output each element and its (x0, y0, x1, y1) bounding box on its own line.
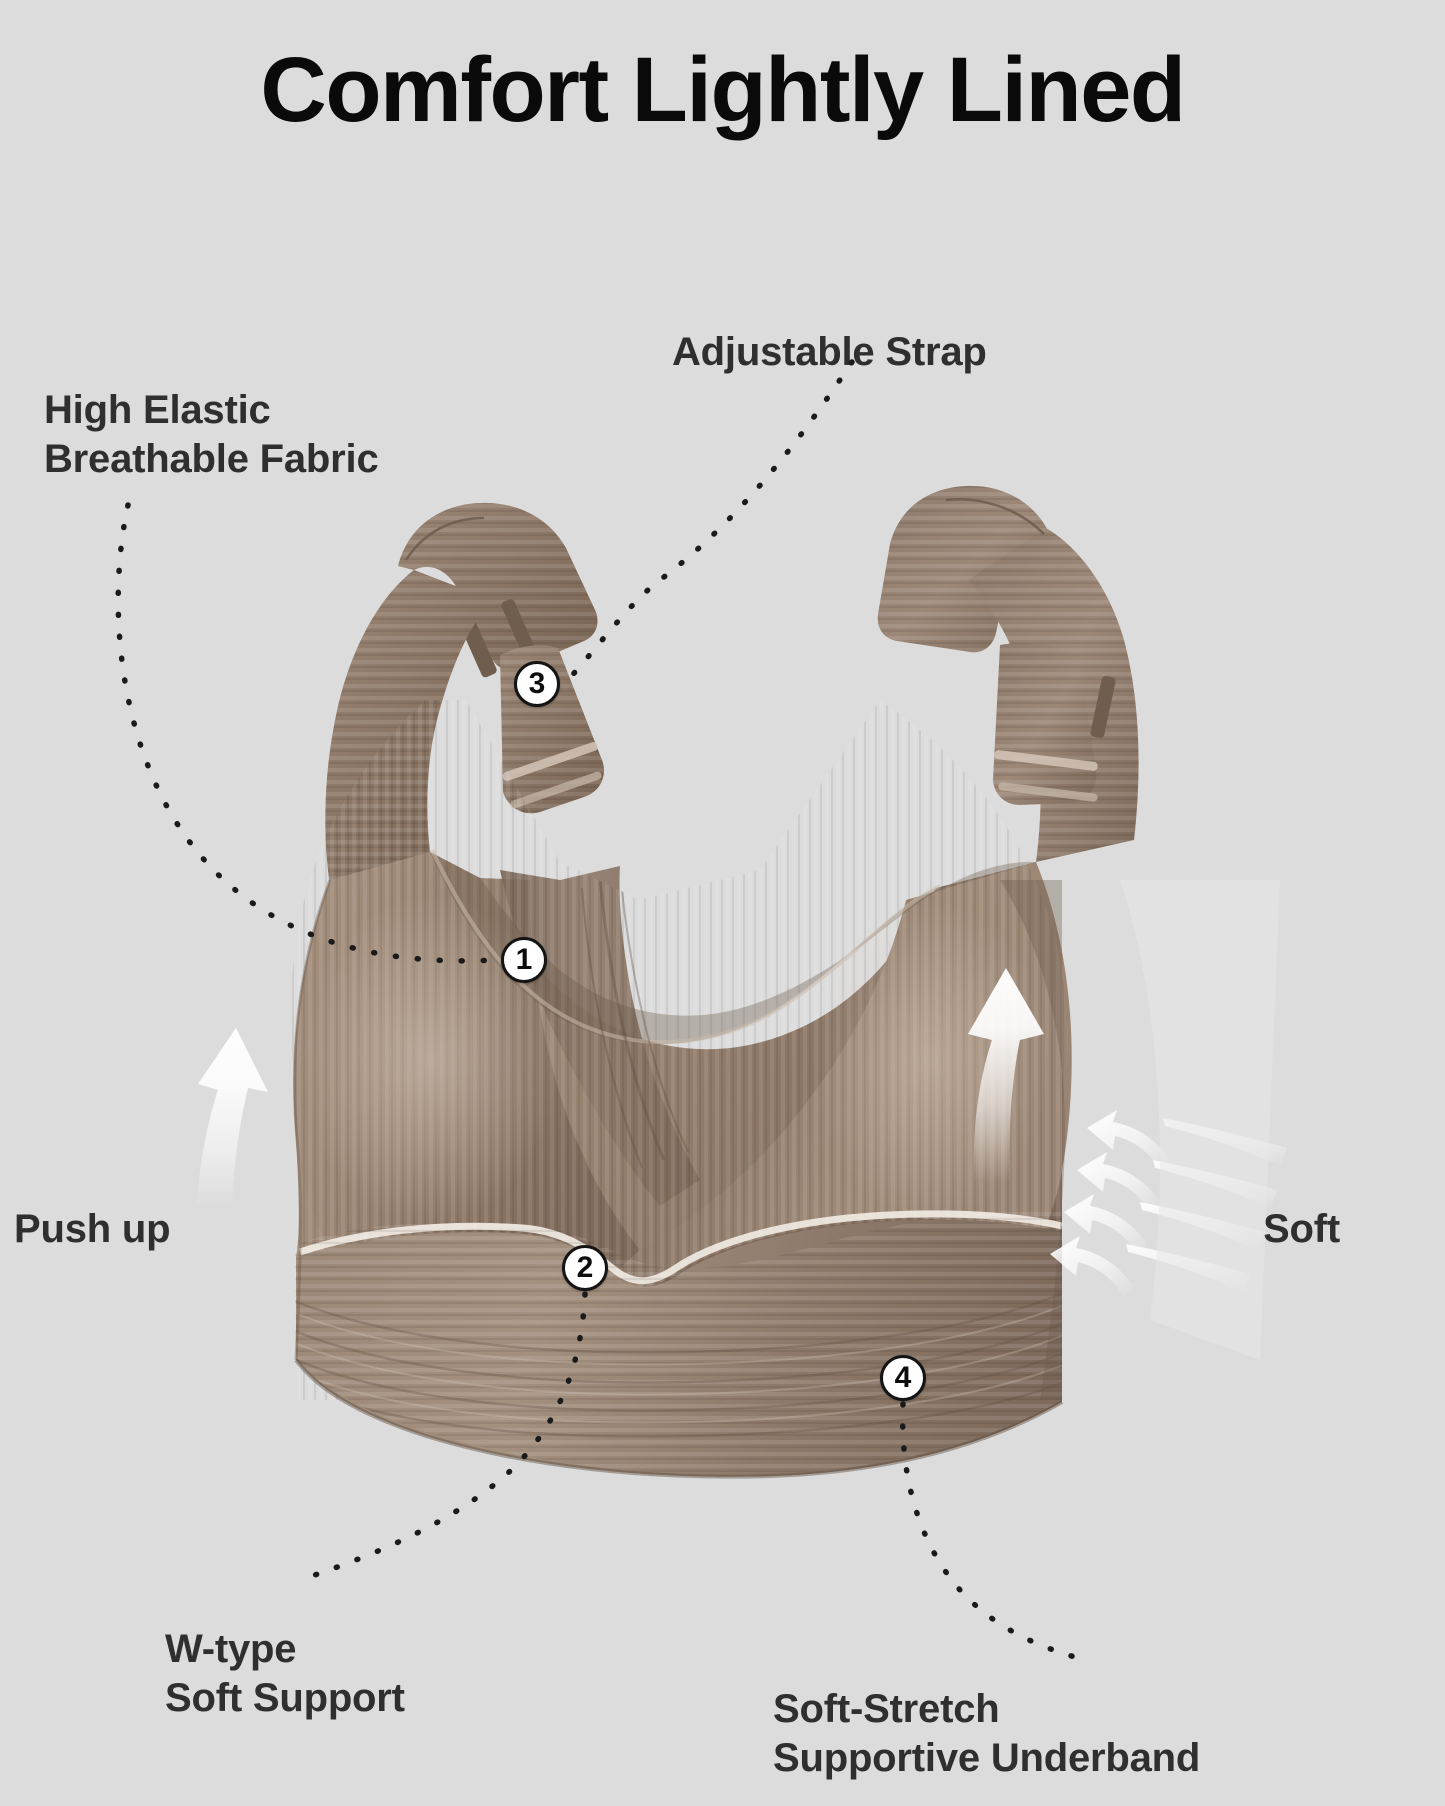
bra-body (290, 700, 1072, 1479)
label-adjustable-strap: Adjustable Strap (672, 330, 987, 374)
push-up-arrow-left (196, 1028, 268, 1208)
leader-strap (563, 359, 855, 685)
badge-4[interactable]: 4 (880, 1355, 926, 1401)
left-shoulder-strap (398, 502, 604, 814)
label-push-up: Push up (14, 1207, 171, 1251)
leader-wtype (297, 1291, 588, 1583)
page-title: Comfort Lightly Lined (260, 39, 1186, 141)
label-soft-stretch-supportive-underband: Soft-Stretch Supportive Underband (773, 1687, 1201, 1780)
leader-fabric (115, 502, 499, 964)
badge-2[interactable]: 2 (562, 1245, 608, 1291)
leader-underband (899, 1401, 1088, 1663)
badge-1[interactable]: 1 (501, 937, 547, 983)
push-up-arrow-right (968, 968, 1044, 1182)
label-w-type-soft-support: W-type Soft Support (165, 1627, 405, 1720)
label-soft: Soft (1263, 1207, 1340, 1251)
label-high-elastic-breathable-fabric: High Elastic Breathable Fabric (44, 388, 379, 481)
badge-3[interactable]: 3 (514, 661, 560, 707)
